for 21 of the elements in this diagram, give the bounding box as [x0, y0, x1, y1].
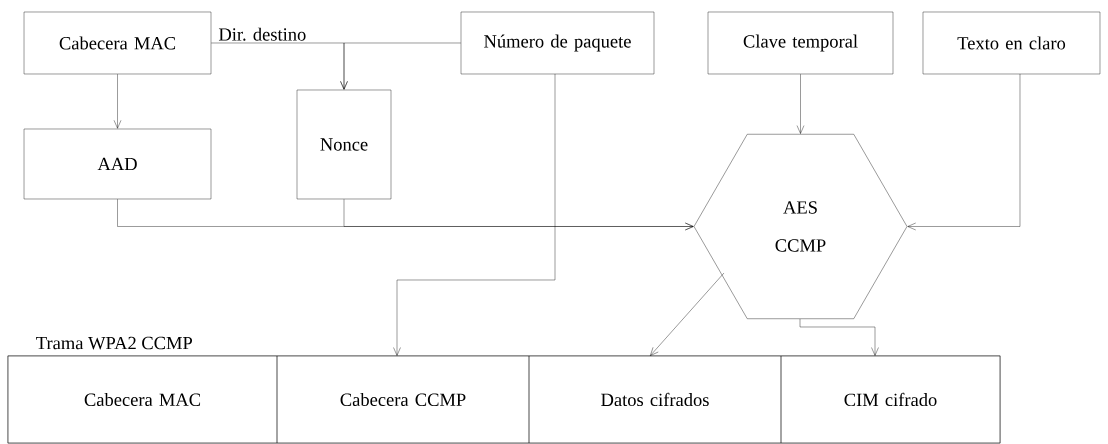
process-box: Texto en claro [922, 11, 1101, 75]
arrow [650, 272, 725, 356]
process-box: Cabecera MAC [23, 11, 212, 75]
arrow [113, 74, 122, 129]
arrow [907, 73, 1021, 231]
process-hexagon: AES CCMP [693, 134, 908, 319]
arrow [796, 74, 805, 134]
arrow [393, 73, 556, 356]
frame-cell: CIM cifrado [780, 355, 1001, 444]
frame-cell: Datos cifrados [528, 355, 782, 444]
edge-label: Dir. destino [217, 26, 308, 42]
process-box: AAD [23, 128, 212, 200]
arrow [340, 42, 461, 90]
node-label: Trama WPA2 CCMP [36, 336, 193, 350]
frame-cell: Cabecera MAC [7, 355, 278, 444]
frame-cell: Cabecera CCMP [276, 355, 530, 444]
arrow [799, 318, 879, 356]
process-box: Clave temporal [707, 11, 894, 75]
arrow [343, 199, 694, 231]
process-box: Número de paquete [460, 11, 655, 75]
process-box: Nonce [296, 89, 392, 200]
